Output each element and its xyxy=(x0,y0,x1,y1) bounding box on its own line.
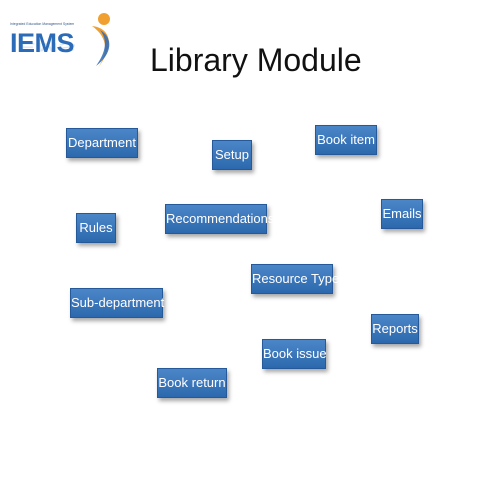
iems-logo: Integrated Education Management System I… xyxy=(6,8,118,68)
reports-box[interactable]: Reports xyxy=(371,314,419,344)
recommendations-box[interactable]: Recommendations xyxy=(165,204,274,234)
book-return-box[interactable]: Book return xyxy=(157,368,227,398)
setup-box[interactable]: Setup xyxy=(212,140,252,170)
sub-department-box[interactable]: Sub-department xyxy=(70,288,164,318)
logo-tagline: Integrated Education Management System xyxy=(10,22,75,26)
emails-box[interactable]: Emails xyxy=(381,199,423,229)
resource-type-box[interactable]: Resource Type xyxy=(251,264,339,294)
person-swoosh-icon xyxy=(92,13,110,68)
logo-reflection: IEMS xyxy=(10,40,77,55)
page-title: Library Module xyxy=(150,42,362,78)
department-box[interactable]: Department xyxy=(66,128,138,158)
book-issue-box[interactable]: Book issue xyxy=(262,339,327,369)
book-item-box[interactable]: Book item xyxy=(315,125,377,155)
logo-brand: IEMS xyxy=(10,28,75,58)
rules-box[interactable]: Rules xyxy=(76,213,116,243)
